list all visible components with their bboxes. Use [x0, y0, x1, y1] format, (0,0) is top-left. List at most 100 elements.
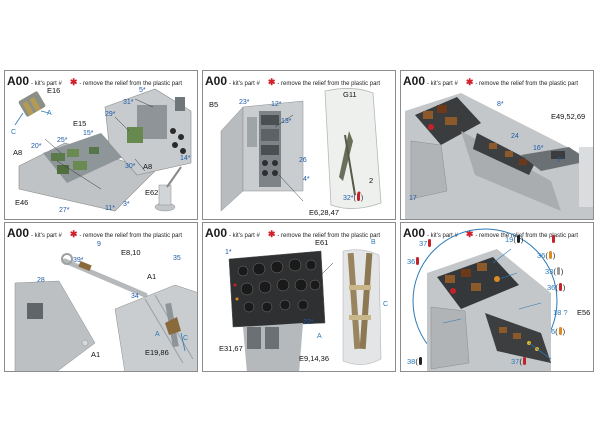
label-6-text: 6 [551, 327, 556, 336]
label-e8-10: E8,10 [121, 248, 141, 257]
label-29: 29* [105, 111, 116, 118]
remove-relief-note: - remove the relief from the plastic par… [277, 233, 381, 239]
panel-side-console: A00- kit's part #✱- remove the relief fr… [4, 70, 198, 220]
label-24: 24 [511, 133, 519, 140]
red-pin-icon [522, 357, 526, 365]
label-a: A [155, 331, 160, 338]
label-20: 20* [31, 143, 42, 150]
label-e15: E15 [73, 119, 87, 128]
label-e62: E62 [145, 188, 159, 197]
label-15: 15* [83, 130, 94, 137]
label-36-lower-text: 36 [547, 283, 556, 292]
part-code: A00 [205, 226, 228, 240]
yellow-pin-icon [558, 327, 562, 335]
label-37-top: 37 [419, 239, 432, 248]
label-27: 27* [59, 207, 70, 214]
label-11: 11* [105, 205, 115, 212]
label-a: A [317, 333, 322, 340]
label-26: 26 [299, 157, 307, 164]
remove-relief-note: - remove the relief from the plastic par… [475, 81, 579, 87]
kits-part-label: - kit's part # [427, 81, 458, 87]
label-c: C [183, 335, 189, 342]
label-9: 9 [97, 241, 101, 248]
label-36-right: 36() [537, 251, 556, 260]
panel-cockpit-overview: A00- kit's part # ✱- remove the relief fr… [400, 70, 594, 220]
label-18: 18 ? [553, 308, 568, 317]
cockpit-overview-illustration [405, 93, 593, 219]
panel-header: A00- kit's part #✱- remove the relief fr… [403, 224, 578, 240]
panel-cockpit-detail: A00- kit's part #✱- remove the relief fr… [400, 222, 594, 372]
label-16: 16* [533, 145, 544, 152]
part-code: A00 [403, 74, 426, 88]
label-33: 33() [545, 267, 564, 276]
label-e61: E61 [315, 238, 329, 247]
label-25: 25* [57, 137, 68, 144]
label-35: 35 [173, 255, 181, 262]
label-30: 30* [125, 163, 136, 170]
kits-part-label: - kit's part # [31, 81, 62, 87]
label-e49-52-69: E49,52,69 [551, 112, 586, 121]
label-a1-top: A1 [147, 272, 157, 281]
label-19: 19() [505, 235, 524, 244]
kits-part-label: - kit's part # [31, 233, 62, 239]
label-37-bottom-text: 37 [511, 357, 520, 366]
label-e19-86: E19,86 [145, 348, 169, 357]
kits-part-label: - kit's part # [229, 81, 260, 87]
label-e9-14-36: E9,14,36 [299, 354, 330, 363]
label-19-text: 19 [505, 235, 514, 244]
label-38: 38( [407, 357, 423, 366]
label-b5: B5 [209, 100, 219, 109]
cockpit-detail-illustration [412, 228, 558, 371]
label-4: 4* [303, 176, 310, 183]
black-pin-icon [516, 235, 520, 243]
remove-relief-note: - remove the relief from the plastic par… [79, 233, 183, 239]
label-7: 7* [557, 157, 564, 164]
red-star-icon: ✱ [465, 77, 474, 87]
label-37-bottom: 37( [511, 357, 527, 366]
kits-part-label: - kit's part # [427, 233, 458, 239]
label-3: 3* [123, 201, 130, 208]
label-13: 13* [281, 118, 292, 125]
part-code: A00 [7, 74, 30, 88]
part-code: A00 [205, 74, 228, 88]
label-32-text: 32* [343, 195, 354, 202]
label-g11: G11 [343, 90, 357, 99]
label-c: C [11, 129, 17, 136]
label-39-text: 39* [73, 257, 84, 264]
label-36-left: 36 [407, 257, 420, 266]
label-38-text: 38 [407, 357, 416, 366]
red-star-icon: ✱ [69, 77, 78, 87]
part-code: A00 [403, 226, 426, 240]
label-23: 23* [239, 99, 250, 106]
panel-header: A00- kit's part # ✱- remove the relief fr… [403, 72, 579, 88]
panel-instrument-column: A00- kit's part #✱- remove the relief fr… [202, 70, 396, 220]
orange-pin-icon [548, 251, 552, 259]
panel-header: A00- kit's part #✱- remove the relief fr… [7, 72, 182, 88]
instrument-panel-illustration [228, 249, 382, 371]
panel-header: A00- kit's part #✱- remove the relief fr… [7, 224, 183, 240]
label-5: 5* [139, 87, 146, 94]
label-e56: E56 [577, 308, 591, 317]
label-32: 32*() [343, 193, 364, 202]
label-17: 17 [409, 195, 417, 202]
kits-part-label: - kit's part # [229, 233, 260, 239]
label-31: 31* [123, 99, 134, 106]
floor-controls-illustration [14, 253, 197, 371]
side-console-illustration [14, 88, 192, 212]
red-pin-icon [428, 239, 432, 247]
label-2: 2 [369, 176, 374, 185]
label-28: 28 [37, 277, 45, 284]
panel-instrument-panel: A00- kit's part #✱- remove the relief fr… [202, 222, 396, 372]
label-a: A [47, 110, 52, 117]
label-1: 1* [225, 249, 232, 256]
label-e16: E16 [47, 86, 61, 95]
label-a1-bottom: A1 [91, 350, 101, 359]
label-6: 6() [551, 327, 566, 336]
label-33-text: 33 [545, 267, 554, 276]
label-14: 14* [180, 155, 191, 162]
label-36-right-text: 36 [537, 251, 546, 260]
red-star-icon: ✱ [267, 77, 276, 87]
panel-header: A00- kit's part #✱- remove the relief fr… [205, 224, 381, 240]
label-34: 34 [131, 293, 139, 300]
label-e6-28-47: E6,28,47 [309, 208, 340, 217]
